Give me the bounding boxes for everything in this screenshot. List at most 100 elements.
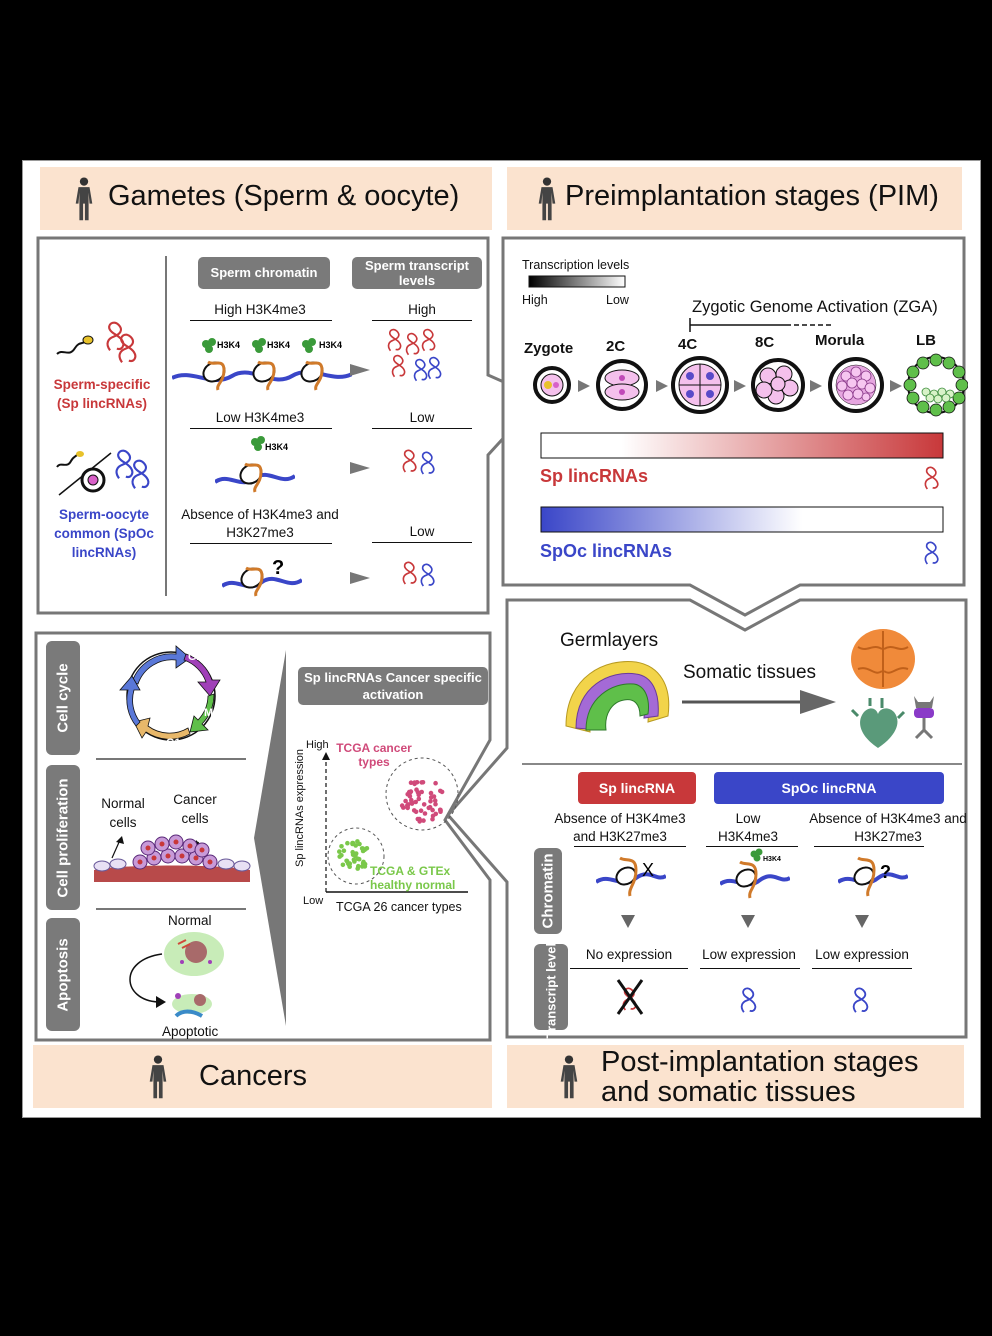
phase-s: S <box>118 695 125 707</box>
organ-icon <box>914 696 934 740</box>
down-arrow-icon <box>621 915 635 928</box>
sperm-transcript-pill: Sperm transcript levels <box>352 257 482 289</box>
scatter-dot <box>409 799 414 805</box>
sperm-chromatin-pill: Sperm chromatin <box>198 257 330 289</box>
scatter-dot <box>337 854 342 859</box>
scatter-dot <box>339 844 344 849</box>
cancer-activation-pill: Sp lincRNAs Cancer specific activation <box>298 667 488 705</box>
row2-level: Low <box>409 410 435 425</box>
apoptosis-vlabel: Apoptosis <box>46 918 80 1031</box>
germ-to-somatic-arrow <box>682 690 836 714</box>
low-transcripts-icon <box>402 561 435 587</box>
germlayers-image <box>565 660 670 733</box>
two-cell <box>596 359 648 411</box>
spoc-label: Sperm-oocyte common (SpOc lincRNAs) <box>54 507 154 560</box>
post-col2-rule <box>706 846 798 847</box>
zga-label: Zygotic Genome Activation (ZGA) <box>692 298 938 316</box>
post-divider <box>522 763 962 765</box>
h3k4-label: H3K4 <box>267 340 290 350</box>
arrow-icon <box>350 364 370 376</box>
scatter-dot <box>345 840 350 846</box>
scatter-dot <box>428 799 433 804</box>
scatter-dot <box>418 808 424 813</box>
sp-rna-icon <box>924 466 939 490</box>
sp-lincrna-pill: Sp lincRNA <box>578 772 696 804</box>
cell-proliferation-image <box>93 834 251 882</box>
pim-header: Preimplantation stages (PIM) <box>507 167 962 230</box>
legend-low: Low <box>606 293 629 307</box>
cancers-title: Cancers <box>199 1060 307 1092</box>
row2-chromatin: Low H3K4me3 <box>215 410 305 425</box>
post-col3-rule <box>814 846 924 847</box>
row3-rule <box>190 543 332 544</box>
cell-cycle-vlabel: Cell cycle <box>46 641 80 755</box>
zygote <box>533 366 571 404</box>
late-blastocyst <box>903 353 968 417</box>
post-title-line2: and somatic tissues <box>601 1076 856 1108</box>
scatter-dot <box>414 780 420 785</box>
scatter-dot <box>403 798 408 804</box>
scatter-dot <box>426 805 432 811</box>
scatter-dot <box>356 863 361 869</box>
normal-cells-label: Normal cells <box>101 796 145 830</box>
scatter-dot <box>350 852 356 857</box>
row1-level-rule <box>372 320 472 321</box>
post-col2-nucleosome: H3K4 <box>720 848 790 899</box>
sp-gradient-bar <box>540 432 944 459</box>
cancers-header: Cancers <box>33 1045 492 1108</box>
gametes-divider <box>165 256 167 596</box>
pim-title: Preimplantation stages (PIM) <box>565 180 939 212</box>
eight-cell <box>751 358 805 412</box>
scatter-dot <box>416 796 422 802</box>
h3k4-label: H3K4 <box>217 340 240 350</box>
stage-4c: 4C <box>678 336 698 353</box>
scatter-dot <box>433 801 438 807</box>
post-col3-nucleosome: ? <box>838 856 908 897</box>
y-low-label: Low <box>303 895 324 907</box>
scatter-dot <box>337 849 342 854</box>
stage-morula: Morula <box>815 332 865 349</box>
scatter-dot <box>421 818 426 823</box>
post-col1-nucleosome: X <box>596 856 666 897</box>
sp-label: Sperm-specific (Sp lincRNAs) <box>53 377 151 411</box>
h3k4-label: H3K4 <box>763 856 781 863</box>
post-col1-chromatin: Absence of H3K4me3 and H3K27me3 <box>554 811 686 844</box>
germlayers-label: Germlayers <box>560 630 659 651</box>
apoptotic-label: Apoptotic <box>162 1024 219 1039</box>
unknown-mark: ? <box>880 862 891 882</box>
chromatin-vlabel-text: Chromatin <box>539 853 557 929</box>
transcription-levels-label: Transcription levels <box>522 258 630 272</box>
somatic-label: Somatic tissues <box>683 662 817 683</box>
post-col2-chromatin: Low H3K4me3 <box>717 811 779 844</box>
scatter-dot <box>419 780 424 785</box>
zga-timeline <box>689 318 832 332</box>
four-cell <box>671 356 729 414</box>
post-header: Post-implantation stages and somatic tis… <box>507 1045 964 1108</box>
stage-zygote: Zygote <box>524 340 574 357</box>
scatter-dot <box>405 802 411 807</box>
scatter-dot <box>406 789 412 795</box>
hallmarks-label-wrap: Cancer cell hallmarks <box>252 648 310 1028</box>
post-title: Post-implantation stages and somatic tis… <box>601 1047 919 1107</box>
cell-proliferation-vlabel: Cell proliferation <box>46 765 80 910</box>
down-arrow-icon <box>741 915 755 928</box>
y-high-label: High <box>306 739 329 751</box>
embryo-stages <box>533 353 968 417</box>
arrow-icon <box>350 462 370 474</box>
cancer-divider-1 <box>96 758 246 760</box>
sp-lincrna-icon <box>106 321 137 364</box>
post-col1-rule <box>574 846 686 847</box>
scatter-dot <box>341 848 347 853</box>
stage-2c: 2C <box>606 338 626 355</box>
expression-scatter <box>322 752 468 893</box>
no-expression-icon <box>616 979 644 1015</box>
scatter-dot <box>430 807 435 813</box>
scatter-dot <box>357 841 362 847</box>
row2-level-rule <box>372 428 472 429</box>
spoc-lincrna-pill: SpOc lincRNA <box>714 772 944 804</box>
cell-cycle-diagram: S G2 M G1 <box>118 645 221 749</box>
scatter-dot <box>359 846 365 851</box>
arrow-icon <box>350 572 370 584</box>
high-h3k4me3-nucleosomes: H3K4 H3K4 H3K4 <box>172 338 352 391</box>
sperm-icon <box>56 335 94 355</box>
